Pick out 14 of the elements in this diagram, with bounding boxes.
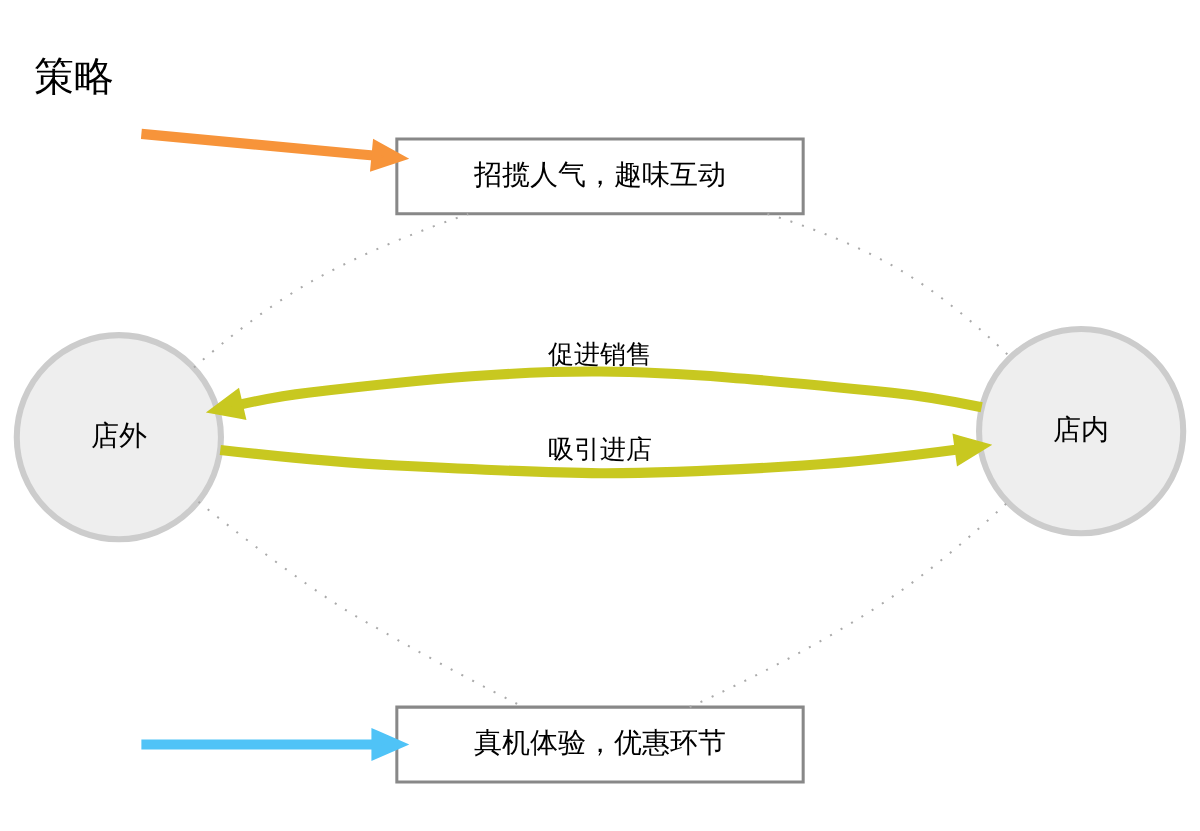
arrow — [141, 727, 410, 762]
arrow — [140, 128, 410, 172]
arrow — [219, 433, 993, 479]
connector — [193, 213, 469, 369]
connector — [689, 501, 1008, 708]
node-box: 招揽人气，趣味互动 — [395, 137, 805, 216]
diagram-title: 策略 — [34, 51, 115, 100]
arrow — [205, 366, 983, 420]
edge-label: 吸引进店 — [548, 434, 652, 465]
node-circle: 店外 — [13, 332, 224, 543]
edge-label: 促进销售 — [548, 339, 652, 370]
node-box: 真机体验，优惠环节 — [395, 705, 805, 784]
node-circle: 店内 — [976, 326, 1187, 537]
connector — [767, 212, 1011, 358]
